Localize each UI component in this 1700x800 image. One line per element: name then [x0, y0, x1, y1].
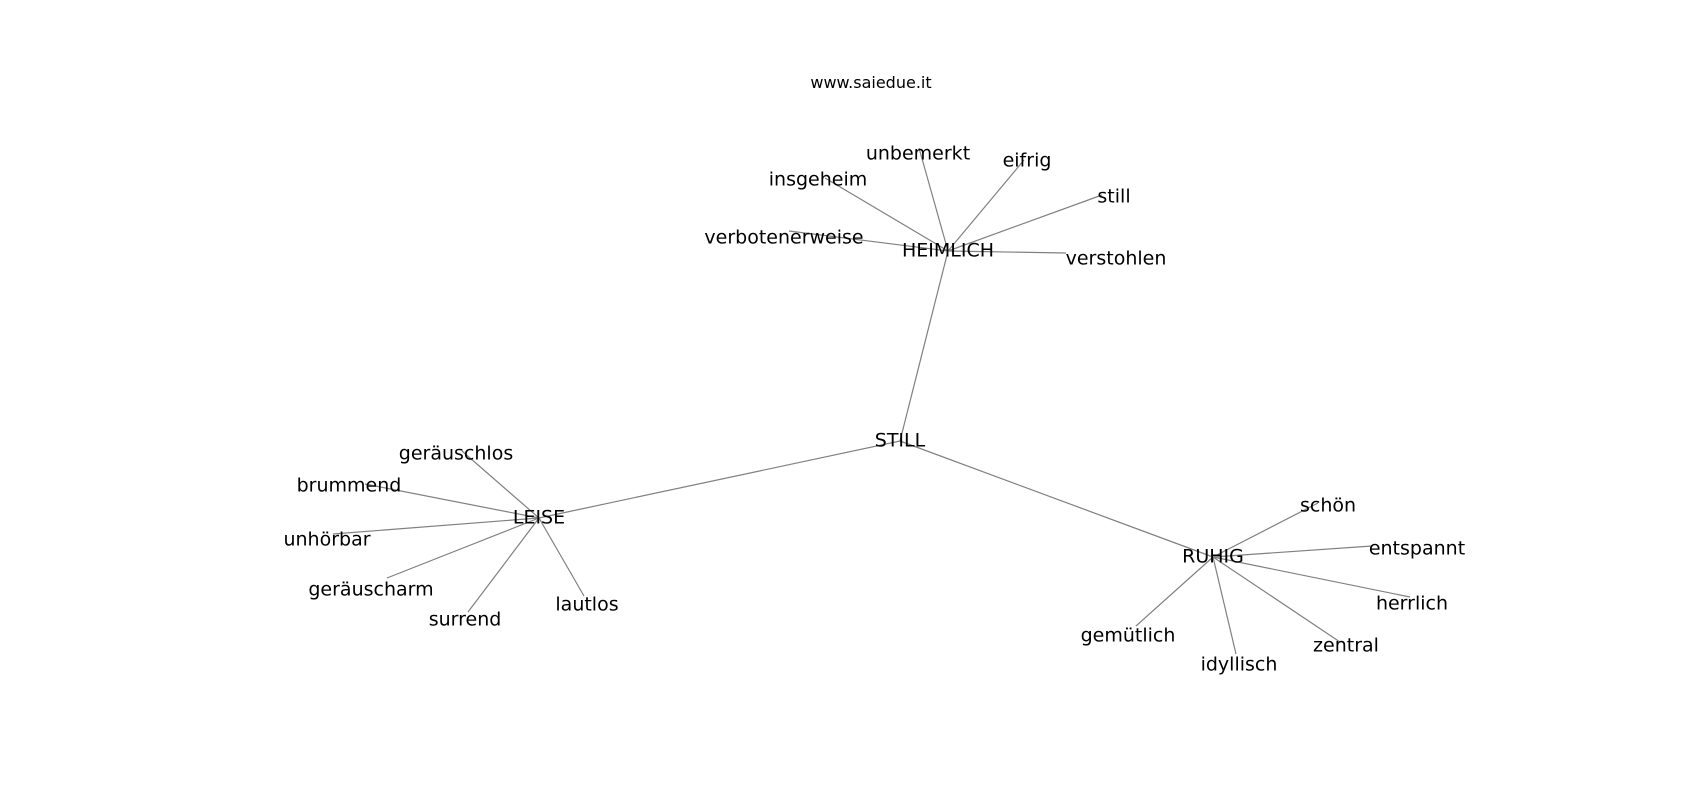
edge-leise-leaf: [386, 517, 540, 579]
leaf-label: insgeheim: [769, 169, 868, 191]
root-node-label: STILL: [875, 430, 926, 452]
leaf-label: unbemerkt: [866, 143, 970, 165]
edge-leise-leaf: [332, 517, 540, 535]
edge-root-ruhig: [899, 440, 1214, 558]
edge-leise-leaf: [467, 517, 540, 613]
edge-ruhig-leaf: [1212, 556, 1411, 598]
leaf-label: schön: [1300, 495, 1356, 517]
edge-root-heimlich: [899, 250, 949, 442]
hub-node-label-ruhig: RUHIG: [1182, 546, 1244, 568]
leaf-label: zentral: [1313, 635, 1379, 657]
leaf-label: surrend: [429, 609, 502, 631]
leaf-label: gemütlich: [1081, 625, 1176, 647]
edges: [332, 147, 1411, 655]
leaf-label: entspannt: [1369, 538, 1465, 560]
leaf-label: unhörbar: [283, 529, 370, 551]
edge-heimlich-leaf: [947, 250, 1067, 254]
leaf-label: verstohlen: [1066, 248, 1167, 270]
leaf-label: brummend: [297, 475, 402, 497]
edge-heimlich-leaf: [918, 147, 949, 252]
edge-heimlich-leaf: [788, 230, 949, 252]
leaf-label: idyllisch: [1201, 654, 1278, 676]
leaf-label: herrlich: [1376, 593, 1448, 615]
hub-node-label-heimlich: HEIMLICH: [902, 240, 994, 262]
edge-leise-leaf: [538, 517, 585, 597]
edge-heimlich-leaf: [824, 177, 949, 252]
leaf-label: eifrig: [1003, 150, 1052, 172]
edge-ruhig-leaf: [1212, 556, 1237, 655]
edge-ruhig-leaf: [1212, 502, 1319, 558]
hub-node-label-leise: LEISE: [513, 507, 565, 529]
leaf-label: verbotenerweise: [704, 227, 863, 249]
edge-ruhig-leaf: [1135, 556, 1214, 627]
leaf-label: still: [1097, 186, 1130, 208]
edge-leise-leaf: [461, 450, 540, 519]
watermark: www.saiedue.it: [810, 73, 931, 92]
edge-heimlich-leaf: [947, 159, 1025, 252]
node-labels: unbemerkt eifrig insgeheim still verbotenerw…: [283, 143, 1465, 676]
leaf-label: geräuscharm: [308, 579, 433, 601]
edge-heimlich-leaf: [947, 194, 1103, 252]
edge-leise-leaf: [364, 483, 540, 519]
edge-ruhig-leaf: [1212, 545, 1373, 558]
leaf-label: geräuschlos: [399, 443, 513, 465]
edge-root-leise: [538, 440, 901, 519]
edge-ruhig-leaf: [1212, 556, 1341, 643]
leaf-label: lautlos: [555, 594, 618, 616]
